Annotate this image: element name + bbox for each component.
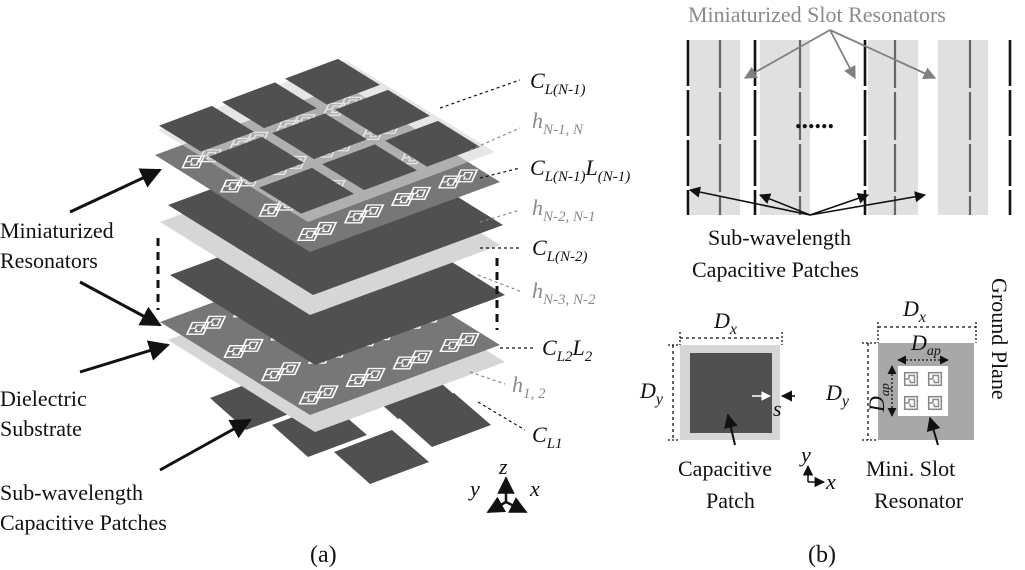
patch-dy-label: Dy bbox=[639, 378, 664, 408]
patch-label-patch: Patch bbox=[706, 488, 755, 513]
resonator-spiral bbox=[239, 338, 264, 352]
top-patch bbox=[259, 167, 354, 214]
slot-dap-h-label: Dap bbox=[910, 330, 941, 359]
label-cl2-l2: CL2L2 bbox=[542, 335, 593, 365]
top-patch bbox=[272, 113, 367, 160]
slot-strip bbox=[760, 40, 810, 215]
axis2d-y-label: y bbox=[799, 442, 811, 467]
slot-dx-label: Dx bbox=[902, 296, 926, 326]
label-h-n2-n1: hN-2, N-1 bbox=[532, 195, 596, 225]
slot-strip bbox=[938, 40, 988, 215]
slot-spiral bbox=[903, 371, 919, 387]
top-patch bbox=[335, 89, 430, 136]
top-patch bbox=[159, 105, 254, 152]
patch-dx-label: Dx bbox=[713, 308, 737, 338]
axis2d-x-label: x bbox=[825, 469, 836, 494]
slot-dy-label: Dy bbox=[825, 380, 850, 410]
label-miniaturized: Miniaturized bbox=[0, 218, 114, 243]
resonator-spiral bbox=[455, 332, 480, 346]
slot-dap-v-label: Dap bbox=[864, 383, 892, 413]
top-patch bbox=[209, 136, 304, 183]
label-resonators: Resonators bbox=[0, 248, 98, 273]
patch-arrows bbox=[688, 186, 927, 216]
axis-y-label: y bbox=[468, 476, 480, 501]
resonator-spiral bbox=[454, 169, 479, 183]
slot-label-resonator: Resonator bbox=[874, 488, 964, 513]
resonator-spiral bbox=[314, 385, 339, 399]
resonator-spiral bbox=[408, 350, 433, 364]
label-substrate: Substrate bbox=[0, 416, 82, 441]
slot-spiral bbox=[927, 371, 943, 387]
label-capacitive-patches: Capacitive Patches bbox=[0, 510, 167, 535]
left-labels: Miniaturized Resonators Dielectric Subst… bbox=[0, 168, 252, 535]
slot-spiral bbox=[903, 395, 919, 411]
slot-spiral bbox=[927, 395, 943, 411]
layer-stack bbox=[155, 58, 505, 484]
resonator-spiral bbox=[313, 221, 338, 235]
resonator-spiral bbox=[360, 204, 385, 218]
slot-unit-cell bbox=[862, 322, 977, 446]
label-dielectric: Dielectric bbox=[0, 386, 87, 411]
label-h-1-2: h1, 2 bbox=[512, 372, 546, 402]
resonator-spiral bbox=[277, 362, 302, 376]
title-subwavelength: Sub-wavelength bbox=[708, 225, 851, 250]
axes-3d: z y x bbox=[468, 454, 540, 514]
right-labels: CL(N-1) hN-1, N CL(N-1)L(N-1) hN-2, N-1 … bbox=[439, 68, 630, 452]
label-subwavelength: Sub-wavelength bbox=[0, 480, 143, 505]
caption-b: (b) bbox=[808, 542, 836, 568]
label-c-ln1: CL(N-1) bbox=[530, 68, 586, 98]
ground-plane-label: Ground Plane bbox=[987, 278, 1012, 400]
axis-z-label: z bbox=[498, 454, 508, 479]
patch-unit-cell bbox=[668, 332, 795, 446]
continuation-dots: ...... bbox=[795, 105, 834, 134]
label-c-l1: CL1 bbox=[532, 422, 563, 452]
title-capacitive-patches: Capacitive Patches bbox=[692, 257, 859, 282]
resonator-spiral bbox=[202, 315, 227, 329]
patch-gap-s-label: s bbox=[773, 396, 782, 421]
top-patch-layer bbox=[159, 58, 480, 214]
axes-2d: y x bbox=[799, 442, 836, 494]
top-patch bbox=[222, 82, 317, 129]
slot-label-mini: Mini. Slot bbox=[866, 456, 955, 481]
resonator-spiral bbox=[407, 186, 432, 200]
label-h-n1-n: hN-1, N bbox=[532, 108, 584, 138]
resonator-spiral bbox=[361, 367, 386, 381]
patch-label-capacitive: Capacitive bbox=[678, 456, 772, 481]
label-h-n3-n2: hN-3, N-2 bbox=[532, 278, 596, 308]
title-slot-resonators: Miniaturized Slot Resonators bbox=[688, 2, 946, 27]
slot-arrows bbox=[743, 29, 937, 80]
top-patch bbox=[322, 144, 417, 191]
slot-strip bbox=[868, 40, 918, 215]
axis-x-label: x bbox=[529, 476, 540, 501]
label-cl-ln1: CL(N-1)L(N-1) bbox=[530, 155, 630, 185]
caption-a: (a) bbox=[310, 542, 337, 568]
top-patch bbox=[385, 120, 480, 167]
slot-strip bbox=[690, 40, 740, 215]
top-patch bbox=[285, 58, 380, 105]
label-c-ln2: CL(N-2) bbox=[532, 235, 588, 265]
